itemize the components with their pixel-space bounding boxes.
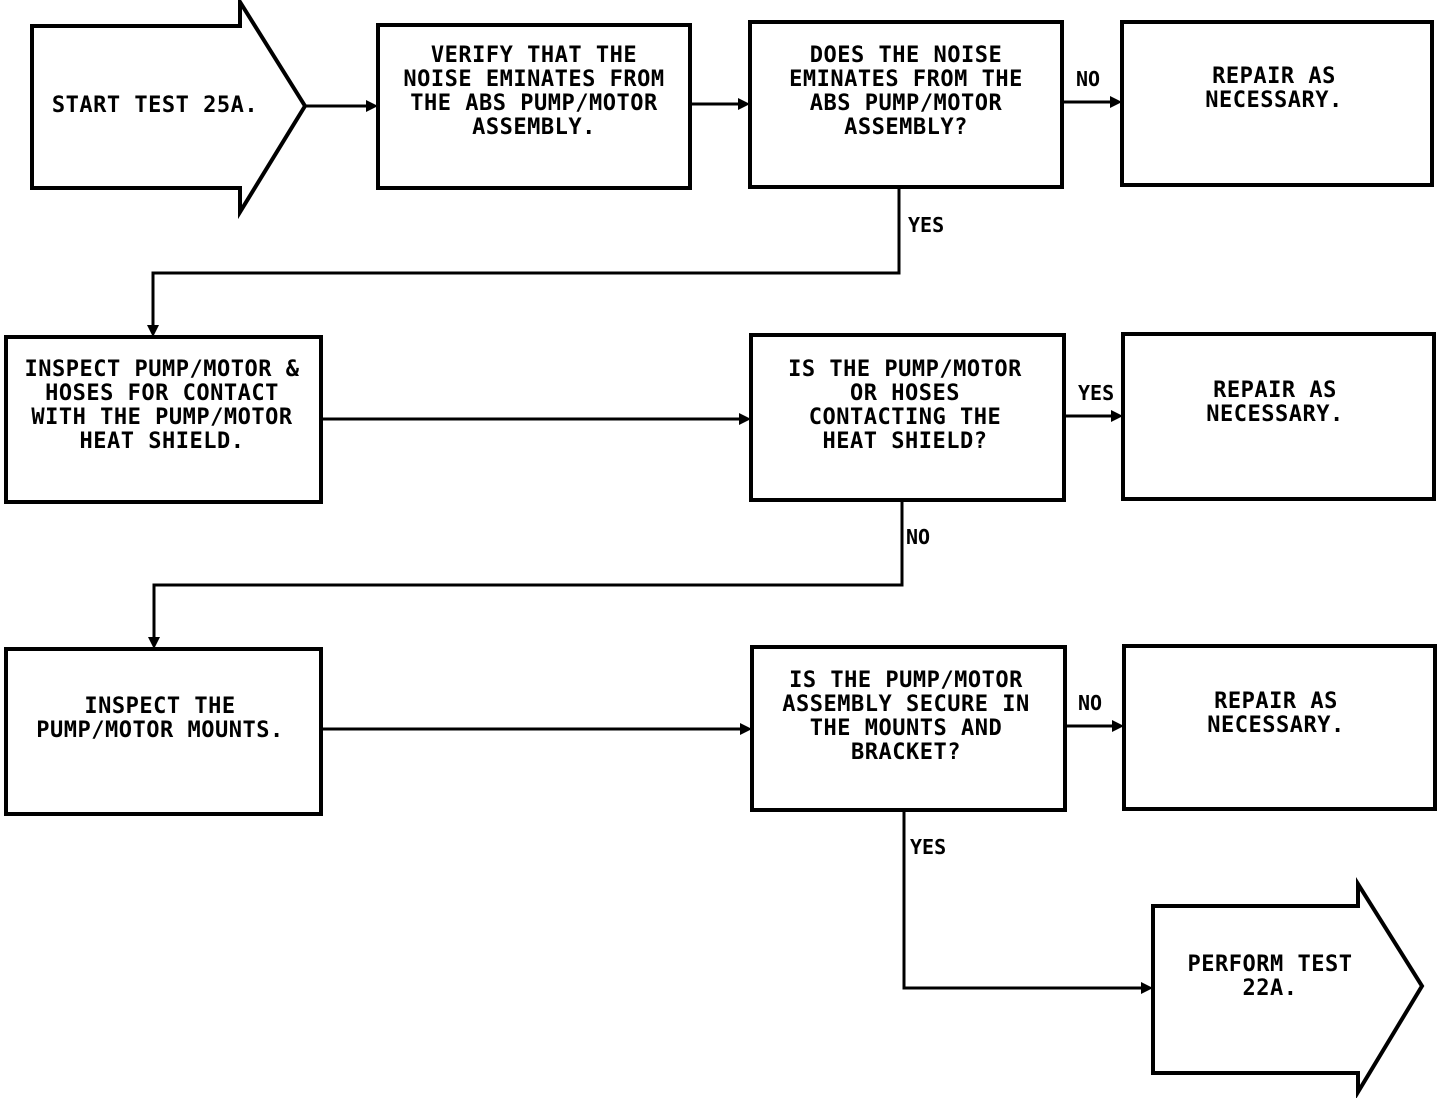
verify-box bbox=[376, 23, 692, 190]
arrowhead bbox=[1141, 982, 1153, 994]
arrowhead bbox=[1112, 720, 1124, 732]
start-label: START TEST 25A. bbox=[51, 93, 259, 118]
secure-question-label: IS THE PUMP/MOTOR ASSEMBLY SECURE IN THE… bbox=[782, 668, 1030, 765]
inspect-mounts-box bbox=[4, 647, 323, 816]
edge-label-secure-no: NO bbox=[1078, 691, 1103, 715]
edge-label-noise-yes: YES bbox=[908, 213, 945, 237]
arrowhead bbox=[1110, 96, 1122, 108]
secure-question-box bbox=[750, 645, 1067, 812]
inspect-mounts-label: INSPECT THE PUMP/MOTOR MOUNTS. bbox=[36, 694, 284, 743]
edge-label-noise-no: NO bbox=[1076, 67, 1101, 91]
repair-box-3 bbox=[1122, 644, 1437, 811]
connector-contact-no bbox=[152, 500, 904, 640]
arrowhead bbox=[147, 325, 159, 337]
arrowhead bbox=[1111, 410, 1123, 422]
connector-secure-yes bbox=[902, 810, 1143, 990]
arrowhead bbox=[366, 100, 378, 112]
repair-label-3: REPAIR AS NECESSARY. bbox=[1207, 689, 1345, 738]
arrowhead bbox=[148, 637, 160, 649]
noise-question-label: DOES THE NOISE EMINATES FROM THE ABS PUM… bbox=[789, 43, 1023, 140]
arrowhead bbox=[738, 98, 750, 110]
repair-box-2 bbox=[1121, 332, 1436, 501]
edge-label-contact-yes: YES bbox=[1078, 381, 1115, 405]
arrowhead bbox=[739, 413, 751, 425]
repair-label-2: REPAIR AS NECESSARY. bbox=[1206, 378, 1344, 427]
edge-label-secure-yes: YES bbox=[910, 835, 947, 859]
verify-label: VERIFY THAT THE NOISE EMINATES FROM THE … bbox=[403, 43, 665, 140]
noise-question-box bbox=[748, 20, 1064, 189]
contact-question-label: IS THE PUMP/MOTOR OR HOSES CONTACTING TH… bbox=[788, 357, 1022, 454]
contact-question-box bbox=[749, 333, 1066, 502]
inspect-hoses-box bbox=[4, 335, 323, 504]
perform-arrow-shape bbox=[1151, 877, 1425, 1098]
arrowhead bbox=[740, 723, 752, 735]
connector-noise-yes bbox=[151, 187, 901, 328]
perform-label: PERFORM TEST 22A. bbox=[1187, 952, 1353, 1001]
repair-box-1 bbox=[1120, 20, 1434, 187]
edge-label-contact-no: NO bbox=[906, 525, 931, 549]
start-arrow-shape bbox=[30, 0, 308, 220]
repair-label-1: REPAIR AS NECESSARY. bbox=[1205, 64, 1343, 113]
inspect-hoses-label: INSPECT PUMP/MOTOR & HOSES FOR CONTACT W… bbox=[24, 357, 300, 454]
